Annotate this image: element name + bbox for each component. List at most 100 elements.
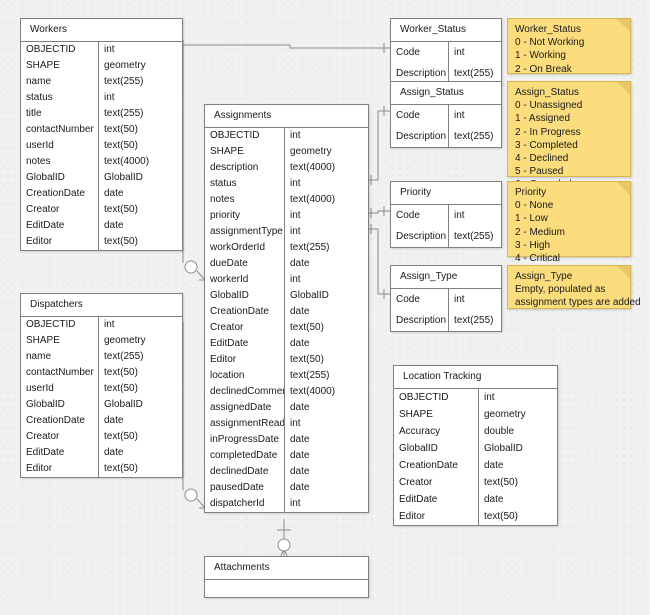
field-name: EditDate: [21, 445, 99, 461]
field-type: date: [104, 447, 124, 458]
field-name: Code: [391, 205, 449, 226]
note-line: Empty, populated as: [515, 284, 606, 296]
field-name: CreationDate: [205, 304, 285, 320]
field-name: assignedDate: [205, 400, 285, 416]
field-name: Accuracy: [394, 423, 479, 440]
note-line: 1 - Low: [515, 213, 548, 225]
field-name: status: [21, 90, 99, 106]
note-assign-status[interactable]: Assign_Status 0 - Unassigned 1 - Assigne…: [507, 81, 631, 190]
table-row: GlobalID GlobalID: [21, 397, 182, 413]
entity-title-priority: Priority: [391, 182, 501, 205]
field-name: title: [21, 106, 99, 122]
field-name: SHAPE: [21, 58, 99, 74]
field-type: date: [104, 415, 124, 426]
entity-title-assignments: Assignments: [205, 105, 368, 128]
entity-title-worker-status: Worker_Status: [391, 19, 501, 42]
field-type: int: [454, 210, 465, 221]
field-name: assignmentType: [205, 224, 285, 240]
field-type: text(255): [290, 242, 330, 253]
field-name: userId: [21, 138, 99, 154]
field-name: contactNumber: [21, 122, 99, 138]
table-row: SHAPE geometry: [394, 406, 557, 423]
note-assign-type[interactable]: Assign_Type Empty, populated as assignme…: [507, 265, 641, 309]
wire-assignments-type: [369, 228, 390, 295]
field-type: text(50): [104, 383, 138, 394]
field-name: GlobalID: [21, 170, 99, 186]
field-type: date: [290, 338, 310, 349]
field-type: geometry: [104, 335, 146, 346]
field-type: int: [290, 418, 301, 429]
note-worker-status[interactable]: Worker_Status 0 - Not Working 1 - Workin…: [507, 18, 631, 75]
field-name: Editor: [21, 234, 99, 250]
field-type: date: [484, 460, 504, 471]
field-name: SHAPE: [394, 406, 479, 423]
field-type: text(255): [104, 108, 144, 119]
entity-title-workers: Workers: [21, 19, 182, 42]
optional-circle-workers: [184, 260, 198, 274]
entity-title-dispatchers: Dispatchers: [21, 294, 182, 317]
field-type: date: [290, 434, 310, 445]
field-type: geometry: [290, 146, 332, 157]
field-name: Creator: [21, 202, 99, 218]
field-type: text(255): [454, 131, 494, 142]
field-type: text(50): [104, 431, 138, 442]
note-line: 3 - High: [515, 239, 551, 251]
field-type: date: [484, 494, 504, 505]
field-type: int: [290, 226, 301, 237]
note-line: 1 - Working: [515, 50, 566, 62]
folded-corner-icon: [617, 82, 630, 95]
field-type: date: [104, 188, 124, 199]
field-type: geometry: [484, 409, 526, 420]
field-type: text(4000): [104, 156, 150, 167]
field-name: description: [205, 160, 285, 176]
field-type: GlobalID: [104, 399, 143, 410]
field-name: GlobalID: [21, 397, 99, 413]
note-priority[interactable]: Priority 0 - None 1 - Low 2 - Medium 3 -…: [507, 181, 631, 264]
entity-attachments[interactable]: Attachments: [204, 556, 369, 598]
field-name: workerId: [205, 272, 285, 288]
field-name: contactNumber: [21, 365, 99, 381]
field-type: date: [290, 466, 310, 477]
wire-workers-status: [183, 44, 390, 49]
note-line: assignment types are added: [515, 297, 641, 309]
field-type: int: [104, 92, 115, 103]
note-line: 2 - Medium: [515, 226, 566, 238]
field-type: [285, 580, 368, 597]
field-type: text(255): [104, 76, 144, 87]
